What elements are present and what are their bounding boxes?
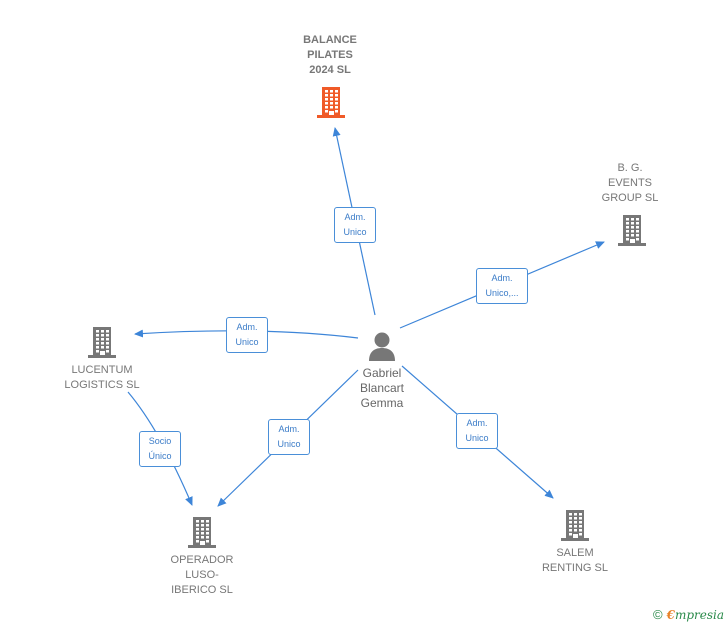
footer-brand[interactable]: ©€mpresia — [653, 607, 724, 622]
building-icon — [317, 87, 345, 118]
edge-label-lucentum: Adm. Unico — [226, 317, 268, 353]
company-node-operador[interactable]: OPERADOR LUSO- IBERICO SL — [157, 512, 247, 602]
edge-label-lucentum-operador: Socio Único — [139, 431, 181, 467]
edge-label-salem: Adm. Unico — [456, 413, 498, 449]
company-node-bg[interactable]: B. G. EVENTS GROUP SL — [588, 158, 672, 248]
person-name: Gabriel Blancart Gemma — [359, 366, 405, 410]
edge-label-bg: Adm. Unico,... — [476, 268, 528, 304]
company-name-bg: B. G. EVENTS GROUP SL — [601, 162, 659, 204]
building-icon — [88, 327, 116, 358]
company-node-lucentum[interactable]: LUCENTUM LOGISTICS SL — [52, 322, 152, 394]
person-node[interactable]: Gabriel Blancart Gemma — [352, 328, 412, 418]
company-name-salem: SALEM RENTING SL — [541, 547, 608, 574]
building-icon — [561, 510, 589, 541]
copyright-icon: © — [652, 607, 663, 622]
company-name-balance: BALANCE PILATES 2024 SL — [303, 34, 357, 76]
building-icon — [188, 517, 216, 548]
company-name-lucentum: LUCENTUM LOGISTICS SL — [64, 364, 140, 391]
building-icon — [618, 215, 646, 246]
company-node-salem[interactable]: SALEM RENTING SL — [530, 505, 620, 580]
company-name-operador: OPERADOR LUSO- IBERICO SL — [170, 554, 234, 596]
company-node-balance[interactable]: BALANCE PILATES 2024 SL — [290, 30, 370, 120]
edge-label-operador: Adm. Unico — [268, 419, 310, 455]
brand-logo-mark: € — [666, 608, 675, 622]
edge-label-balance: Adm. Unico — [334, 207, 376, 243]
person-icon — [369, 332, 395, 361]
brand-name: mpresia — [674, 608, 724, 622]
